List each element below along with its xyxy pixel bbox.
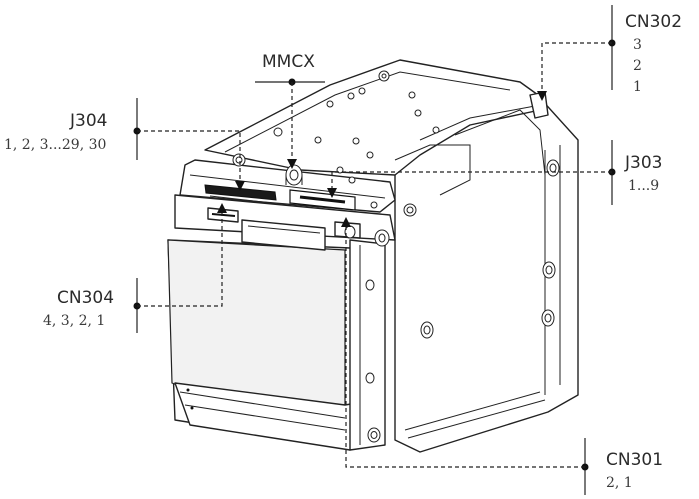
cn304-leader [137,203,227,307]
mmcx-callout [255,78,325,169]
camera-module-body [167,59,579,453]
cn304-label: CN304 [57,288,114,308]
j303-leader [327,171,612,198]
j303-pins: 1...9 [628,178,659,194]
cn302-callout [537,5,616,101]
j304-label: J304 [69,111,107,131]
cn302-label: CN302 [625,12,682,32]
cn301-leader [341,217,585,468]
mmcx-label: MMCX [262,52,315,72]
j304-callout [133,98,245,191]
cn301-pins: 2, 1 [606,475,633,491]
cn304-callout [133,203,227,333]
j303-label: J303 [624,153,662,173]
cn302-pin-3: 1 [633,79,642,95]
cn301-callout [341,217,589,495]
j304-pins: 1, 2, 3...29, 30 [4,137,106,153]
j303-callout [327,140,616,205]
cn302-pin-2: 2 [633,58,642,74]
cn302-pin-1: 3 [633,37,642,53]
cn304-pins: 4, 3, 2, 1 [43,313,105,329]
cn301-label: CN301 [606,450,663,470]
cn302-leader [537,42,612,101]
